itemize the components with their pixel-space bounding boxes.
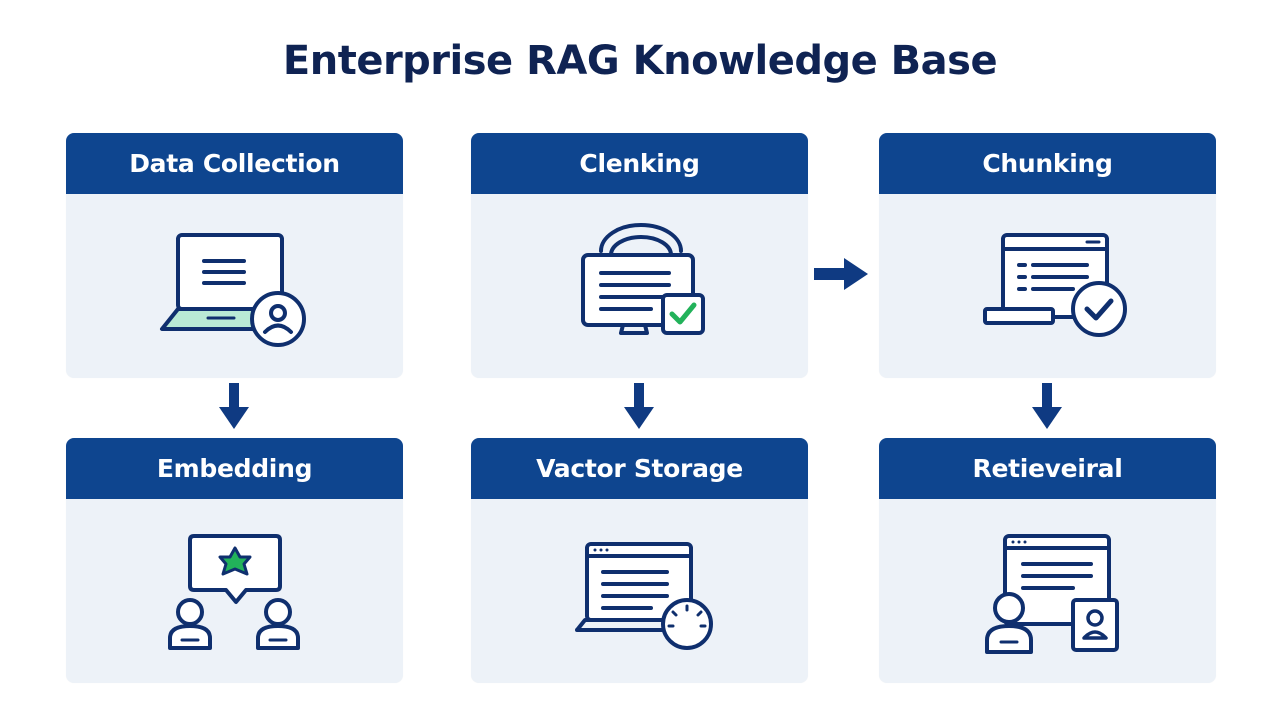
step-card-clenking: Clenking (471, 133, 808, 378)
step-title: Retieveiral (879, 438, 1216, 499)
step-title: Chunking (879, 133, 1216, 194)
arrow-down-icon (624, 383, 654, 429)
page-title: Enterprise RAG Knowledge Base (282, 38, 998, 84)
step-title: Data Collection (66, 133, 403, 194)
step-title: Clenking (471, 133, 808, 194)
step-card-embedding: Embedding (66, 438, 403, 683)
step-title: Vactor Storage (471, 438, 808, 499)
step-card-retrieval: Retieveiral (879, 438, 1216, 683)
window-profile-icon (984, 534, 1119, 654)
step-card-chunking: Chunking (879, 133, 1216, 378)
laptop-user-icon (159, 233, 306, 347)
arrow-down-icon (219, 383, 249, 429)
window-check-icon (982, 233, 1127, 337)
chat-users-icon (167, 534, 300, 650)
arrow-right-icon (814, 258, 868, 290)
step-card-vector-storage: Vactor Storage (471, 438, 808, 683)
step-title: Embedding (66, 438, 403, 499)
arrow-down-icon (1032, 383, 1062, 429)
monitor-check-icon (580, 223, 705, 335)
step-card-data-collection: Data Collection (66, 133, 403, 378)
laptop-gauge-icon (574, 542, 713, 650)
